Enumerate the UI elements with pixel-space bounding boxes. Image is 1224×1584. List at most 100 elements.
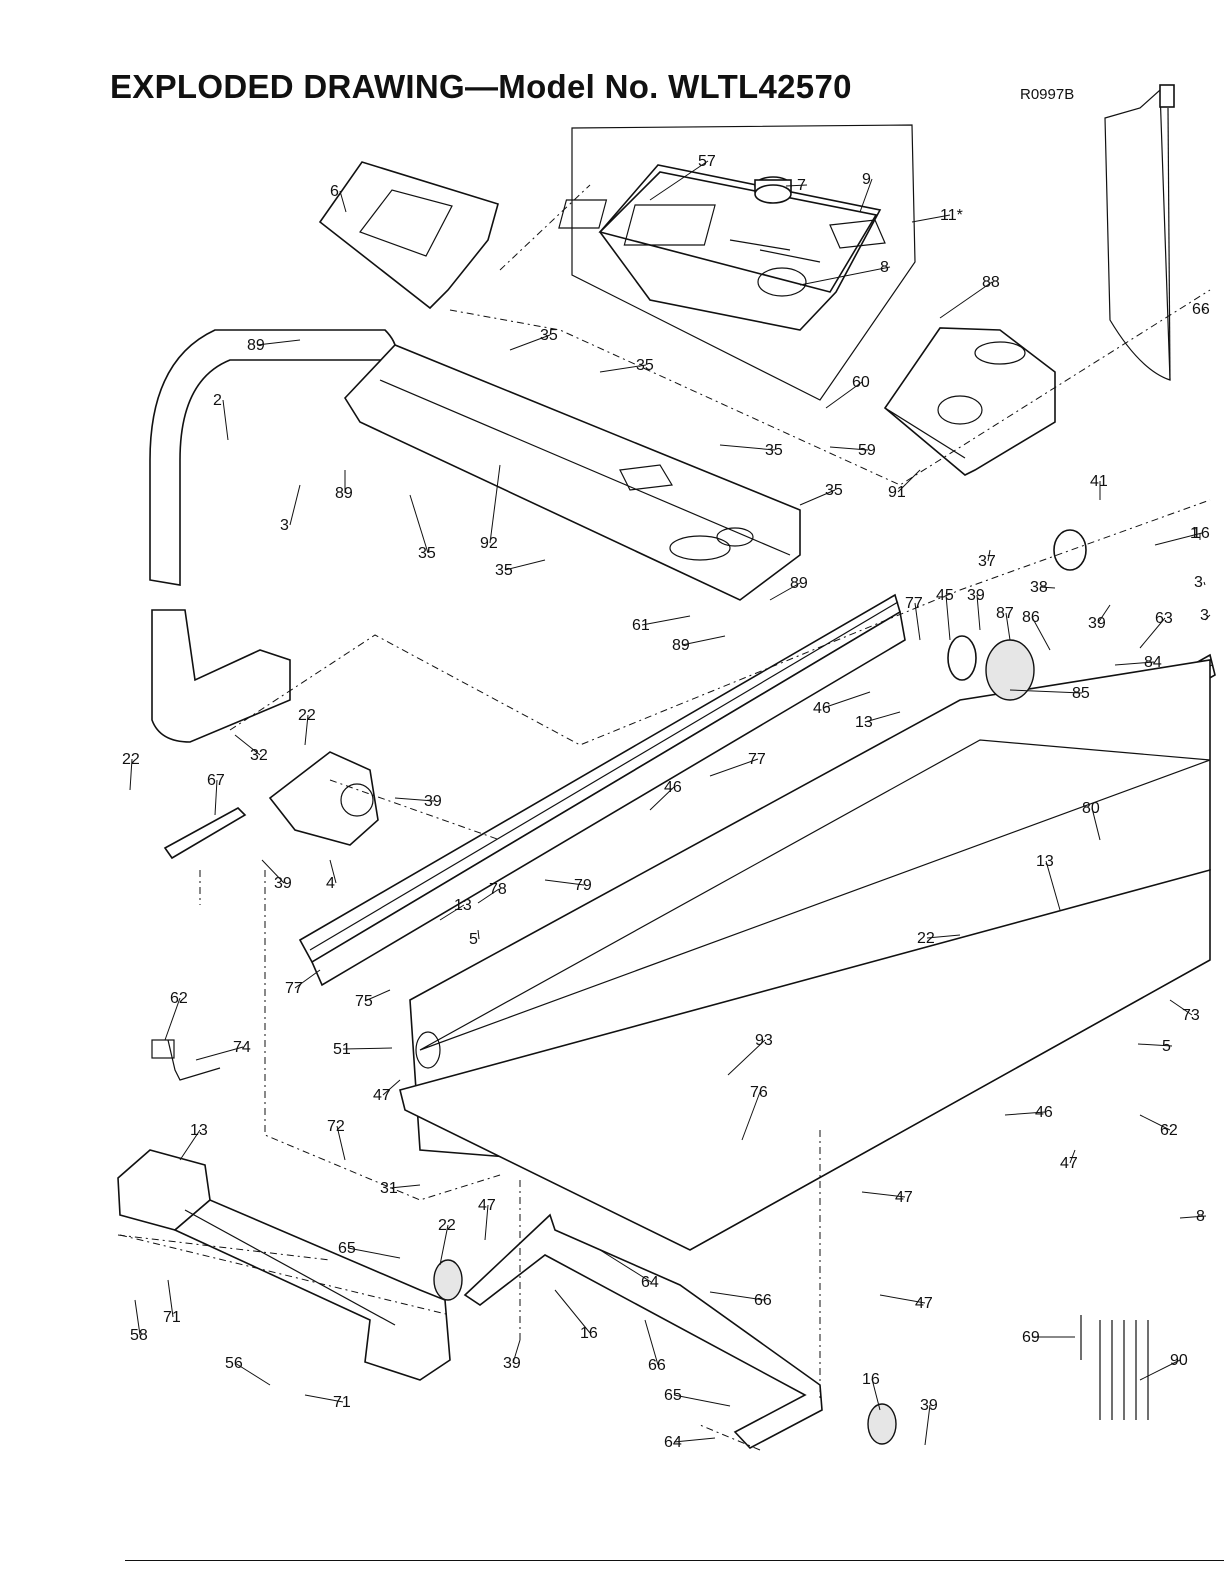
callout-leader [304, 1394, 344, 1403]
callout-leader [897, 469, 921, 493]
part-callout: 39 [424, 793, 442, 810]
callout-leader [477, 929, 480, 940]
callout-leader [924, 1404, 931, 1446]
part-callout: 32 [250, 747, 268, 764]
part-callout: 80 [1082, 800, 1100, 817]
callout-leader [1009, 689, 1083, 694]
callout-leader [709, 1291, 765, 1301]
callout-leader [1091, 807, 1101, 841]
part-callout: 37 [978, 553, 996, 570]
page-title: EXPLODED DRAWING—Model No. WLTL42570 [110, 68, 852, 105]
callout-leader [871, 1378, 881, 1411]
callout-leader [1097, 604, 1111, 624]
callout-leader [329, 859, 337, 884]
part-callout: 39 [920, 1397, 938, 1414]
callout-leader [859, 178, 873, 213]
part-callout: 45 [936, 587, 954, 604]
part-callout: 22 [917, 930, 935, 947]
assembly-lines [117, 184, 1211, 1451]
bottom-rule [125, 1560, 1224, 1561]
callout-leader [1139, 1114, 1171, 1131]
callout-leader [339, 190, 347, 213]
part-callout: 77 [905, 595, 923, 612]
callout-leader [1154, 532, 1203, 546]
part-callout: 47 [373, 1087, 391, 1104]
part-callout: 73 [1182, 1007, 1200, 1024]
callout-leader [1139, 617, 1166, 649]
callout-leader [1114, 661, 1155, 666]
callout-leader [389, 1184, 421, 1189]
drawing-code: R0997B [1020, 86, 1075, 103]
callout-leader [727, 1039, 766, 1076]
callout-leader [644, 1319, 659, 1366]
callout-leader [945, 594, 951, 641]
part-callout: 93 [755, 1032, 773, 1049]
left-rail-part [298, 593, 906, 987]
callout-leader [554, 1289, 591, 1334]
motor-bracket-part [163, 807, 247, 860]
callout-leader [741, 1091, 761, 1141]
part-callout: 38 [1030, 579, 1048, 596]
part-callout: 88 [982, 274, 1000, 291]
part-callout: 60 [852, 374, 870, 391]
callout-leader [439, 1224, 449, 1266]
callout-leader [509, 334, 551, 351]
rear-base-part [117, 1149, 451, 1381]
callout-leader [489, 464, 501, 544]
part-callout: 13 [855, 714, 873, 731]
part-callout: 22 [122, 751, 140, 768]
callout-leader [673, 1394, 731, 1407]
base-frame-part [399, 868, 1211, 1251]
knob-part [754, 176, 792, 204]
callout-leader [1169, 999, 1193, 1016]
part-callout: 4 [326, 875, 335, 892]
callout-leader [164, 997, 181, 1041]
front-roller-part [947, 529, 1087, 701]
part-callout: 13 [1036, 853, 1054, 870]
callout-leader [129, 758, 133, 791]
upright-frame-part [149, 329, 398, 743]
callout-leader [829, 446, 869, 451]
part-callout: 91 [888, 484, 906, 501]
callout-leader [342, 1047, 393, 1050]
callout-leader [214, 779, 218, 816]
console-part [558, 164, 882, 331]
callout-leader [1031, 616, 1051, 651]
part-callout: 16 [862, 1371, 880, 1388]
callout-leader [911, 214, 951, 223]
part-callout: 35 [540, 327, 558, 344]
part-callout: 22 [438, 1217, 456, 1234]
part-callout: 62 [170, 990, 188, 1007]
part-callout: 89 [672, 637, 690, 654]
callout-leader [477, 888, 500, 904]
callout-leader [709, 758, 759, 777]
motor-hood-part [883, 327, 1056, 476]
part-callout: 51 [333, 1041, 351, 1058]
part-callout: 47 [895, 1189, 913, 1206]
part-callout: 11* [940, 207, 963, 224]
part-callout: 65 [338, 1240, 356, 1257]
part-callout: 66 [1192, 301, 1210, 318]
part-callout: 8 [1196, 1208, 1205, 1225]
part-callout: 16 [1192, 525, 1210, 542]
callout-leader [785, 184, 808, 187]
part-callout: 89 [790, 575, 808, 592]
callout-leader [167, 1279, 174, 1318]
part-callout: 16 [580, 1325, 598, 1342]
callout-leader [289, 484, 301, 526]
callout-leader [1204, 614, 1211, 621]
part-callout: 65 [664, 1387, 682, 1404]
part-callout: 87 [996, 605, 1014, 622]
part-callout: 46 [1035, 1104, 1053, 1121]
callout-leader [926, 934, 961, 939]
part-callout: 39 [503, 1355, 521, 1372]
callout-leader [256, 339, 301, 346]
part-callout: 6 [330, 183, 339, 200]
decal-part [829, 219, 886, 249]
part-callout: 47 [478, 1197, 496, 1214]
part-callout: 3 [280, 517, 289, 534]
callout-leader [336, 1125, 346, 1161]
part-callout: 61 [632, 617, 650, 634]
part-callout: 35 [418, 545, 436, 562]
